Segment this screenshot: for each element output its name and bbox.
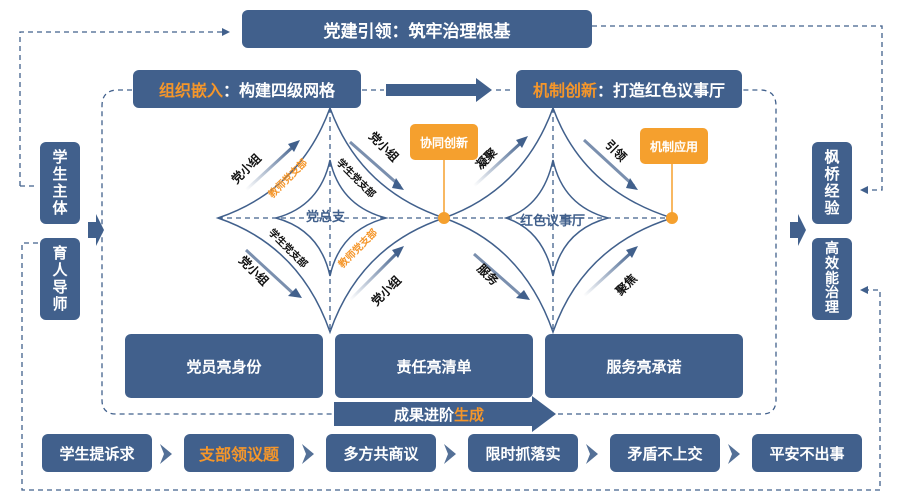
bottom-box-text: 责任亮清单 xyxy=(396,357,472,376)
char: 效 xyxy=(825,255,839,272)
char: 育 xyxy=(52,243,68,262)
step-text: 平安不出事 xyxy=(769,444,845,463)
header-organization-rest: ：构建四级网格 xyxy=(223,81,336,100)
process-step-highlight: 支部领议题 xyxy=(184,434,294,472)
left-diamond-center: 党总支 xyxy=(306,210,346,225)
right-exit-arrow xyxy=(790,214,806,246)
callout-text: 机制应用 xyxy=(649,139,698,154)
right-box-governance: 高 效 能 治 理 xyxy=(812,238,852,320)
callout-dot-2 xyxy=(666,212,678,224)
bottom-box-identity: 党员亮身份 xyxy=(125,334,323,398)
title-banner: 党建引领：筑牢治理根基 xyxy=(242,10,592,48)
char: 导 xyxy=(52,278,68,296)
bottom-box-service: 服务亮承诺 xyxy=(545,334,743,398)
char: 师 xyxy=(52,295,68,314)
left-diamond-outer xyxy=(215,105,447,335)
right-diamond-center: 红色议事厅 xyxy=(520,214,586,229)
char: 理 xyxy=(825,300,839,317)
result-arrow-shape xyxy=(334,396,556,432)
header-mechanism: 机制创新：打造红色议事厅 xyxy=(516,70,742,108)
header-mechanism-rest: ：打造红色议事厅 xyxy=(597,81,726,100)
char: 经 xyxy=(824,182,840,200)
inner-dash-right xyxy=(540,89,777,415)
step-text: 多方共商议 xyxy=(343,444,419,463)
char: 主 xyxy=(52,182,68,200)
char: 桥 xyxy=(824,164,840,183)
left-box-students: 学 生 主 体 xyxy=(40,142,80,224)
result-text: 成果进阶 xyxy=(393,405,454,424)
char: 能 xyxy=(825,270,839,287)
char: 验 xyxy=(824,199,840,218)
bottom-box-text: 党员亮身份 xyxy=(186,357,262,376)
callout-dot-1 xyxy=(438,212,450,224)
left-box-mentors: 育 人 导 师 xyxy=(40,238,80,320)
callout-collaborative-innovation: 协同创新 xyxy=(410,124,478,160)
process-step: 多方共商议 xyxy=(326,434,436,472)
char: 枫 xyxy=(824,147,840,166)
char: 人 xyxy=(52,260,68,279)
step-text: 支部领议题 xyxy=(198,445,279,464)
process-step: 限时抓落实 xyxy=(468,434,578,472)
outer-dash-top-left xyxy=(19,31,222,186)
right-diamond-inner xyxy=(503,159,611,277)
char: 学 xyxy=(52,147,68,166)
char: 高 xyxy=(825,241,839,258)
process-step: 平安不出事 xyxy=(752,434,862,472)
title-text: 党建引领：筑牢治理根基 xyxy=(323,21,511,42)
bottom-box-text: 服务亮承诺 xyxy=(606,357,682,376)
right-diamond-outer xyxy=(441,105,675,335)
outer-dash-bottom xyxy=(21,242,881,491)
char: 治 xyxy=(825,285,839,302)
header-organization-highlight: 组织嵌入 xyxy=(158,81,223,100)
left-diamond-inner xyxy=(273,159,389,277)
result-highlight: 生成 xyxy=(454,405,485,424)
step-text: 限时抓落实 xyxy=(485,444,561,463)
inner-dash-left xyxy=(101,89,334,415)
left-entry-arrow xyxy=(88,214,104,246)
callout-text: 协同创新 xyxy=(419,135,468,150)
process-step: 矛盾不上交 xyxy=(610,434,720,472)
process-step: 学生提诉求 xyxy=(42,434,152,472)
header-organization: 组织嵌入：构建四级网格 xyxy=(133,70,361,108)
step-text: 矛盾不上交 xyxy=(627,444,703,463)
char: 生 xyxy=(52,164,68,183)
header-mechanism-highlight: 机制创新 xyxy=(532,81,597,100)
top-connector-arrow xyxy=(386,78,492,102)
step-text: 学生提诉求 xyxy=(59,444,135,463)
char: 体 xyxy=(52,199,68,218)
right-box-fengqiao: 枫 桥 经 验 xyxy=(812,142,852,224)
callout-mechanism-application: 机制应用 xyxy=(640,128,708,164)
bottom-box-responsibility: 责任亮清单 xyxy=(335,334,533,398)
result-arrow-label: 成果进阶生成 xyxy=(334,402,544,426)
outer-dash-top-right xyxy=(592,25,883,191)
